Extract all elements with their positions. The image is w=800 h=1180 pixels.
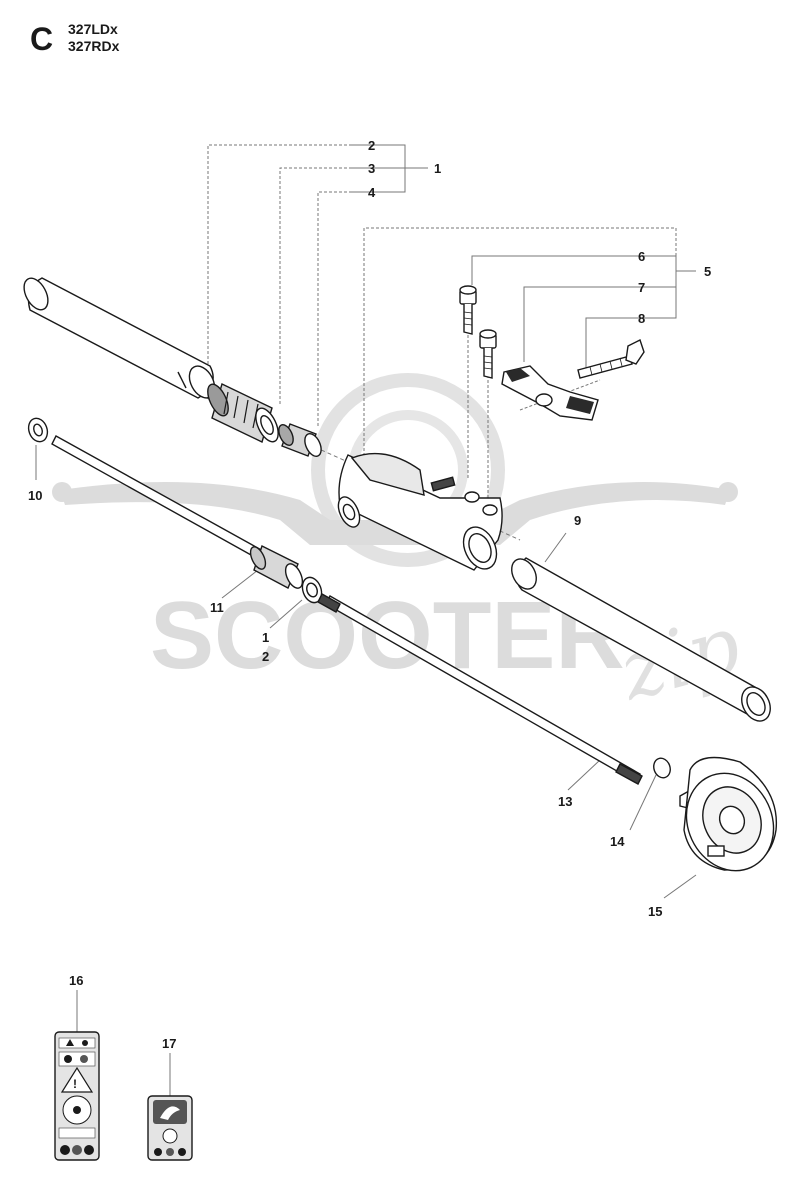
part-6-screws — [459, 285, 497, 379]
callout-8: 8 — [638, 311, 645, 326]
header: C 327LDx 327RDx — [30, 21, 120, 57]
leader-3 — [279, 167, 352, 405]
callout-11: 11 — [210, 600, 224, 615]
callout-5: 5 — [704, 264, 711, 279]
leader-11 — [221, 569, 259, 599]
svg-text:!: ! — [73, 1077, 77, 1091]
leader-housing — [363, 227, 677, 455]
leader-14 — [629, 774, 657, 831]
part-4-bushing — [278, 423, 322, 457]
callout-16: 16 — [69, 973, 83, 988]
callout-17: 17 — [162, 1036, 176, 1051]
part-15-clutch-drum — [679, 756, 778, 872]
callout-1: 1 — [434, 161, 441, 176]
part-13-drive-shaft — [317, 593, 643, 785]
watermark: SCOOTER zip — [52, 373, 750, 719]
callout-13: 13 — [558, 794, 572, 809]
callout-4: 4 — [368, 185, 376, 200]
part-10-washer — [27, 417, 49, 443]
leader-6 — [471, 255, 662, 285]
callout-14: 14 — [610, 834, 625, 849]
callout-7: 7 — [638, 280, 645, 295]
part-1-2-lower-washer — [301, 576, 323, 604]
part-5-clamp-housing — [337, 452, 503, 571]
leader-4 — [317, 191, 352, 428]
callout-9: 9 — [574, 513, 581, 528]
part-2-upper-tube — [23, 277, 216, 399]
model-name-2: 327RDx — [68, 38, 120, 54]
leader-7 — [523, 286, 662, 362]
model-name-1: 327LDx — [68, 21, 118, 37]
part-14-circlip — [653, 757, 671, 779]
leader-bracket-5-mid — [662, 270, 696, 288]
part-3-bearing-sleeve — [207, 383, 279, 443]
watermark-handlebar — [60, 482, 730, 545]
watermark-right-grip — [718, 482, 738, 502]
callout-2-lower: 2 — [262, 649, 269, 664]
part-7-clamp-lever — [501, 365, 599, 421]
callout-numbers: 2 3 1 4 6 5 7 8 10 9 11 1 2 13 14 15 16 … — [28, 138, 711, 1051]
callout-6: 6 — [638, 249, 645, 264]
leader-1-2-lower — [269, 599, 303, 629]
callout-10: 10 — [28, 488, 42, 503]
part-16-warning-decal: ! — [54, 1031, 100, 1161]
leader-13 — [567, 759, 601, 791]
section-letter: C — [30, 21, 53, 57]
callout-3: 3 — [368, 161, 375, 176]
leader-15 — [663, 874, 697, 899]
callout-1-lower: 1 — [262, 630, 269, 645]
part-17-brand-decal — [147, 1095, 193, 1161]
watermark-left-grip — [52, 482, 72, 502]
part-11-upper-shaft — [51, 435, 304, 589]
part-8-bolt — [577, 339, 645, 379]
watermark-ring — [311, 373, 505, 567]
callout-15: 15 — [648, 904, 662, 919]
leader-2 — [207, 144, 352, 370]
callout-2: 2 — [368, 138, 375, 153]
leader-lines — [35, 144, 697, 1096]
leader-8 — [585, 317, 662, 368]
leader-9 — [544, 532, 567, 563]
part-9-lower-tube — [511, 557, 771, 722]
